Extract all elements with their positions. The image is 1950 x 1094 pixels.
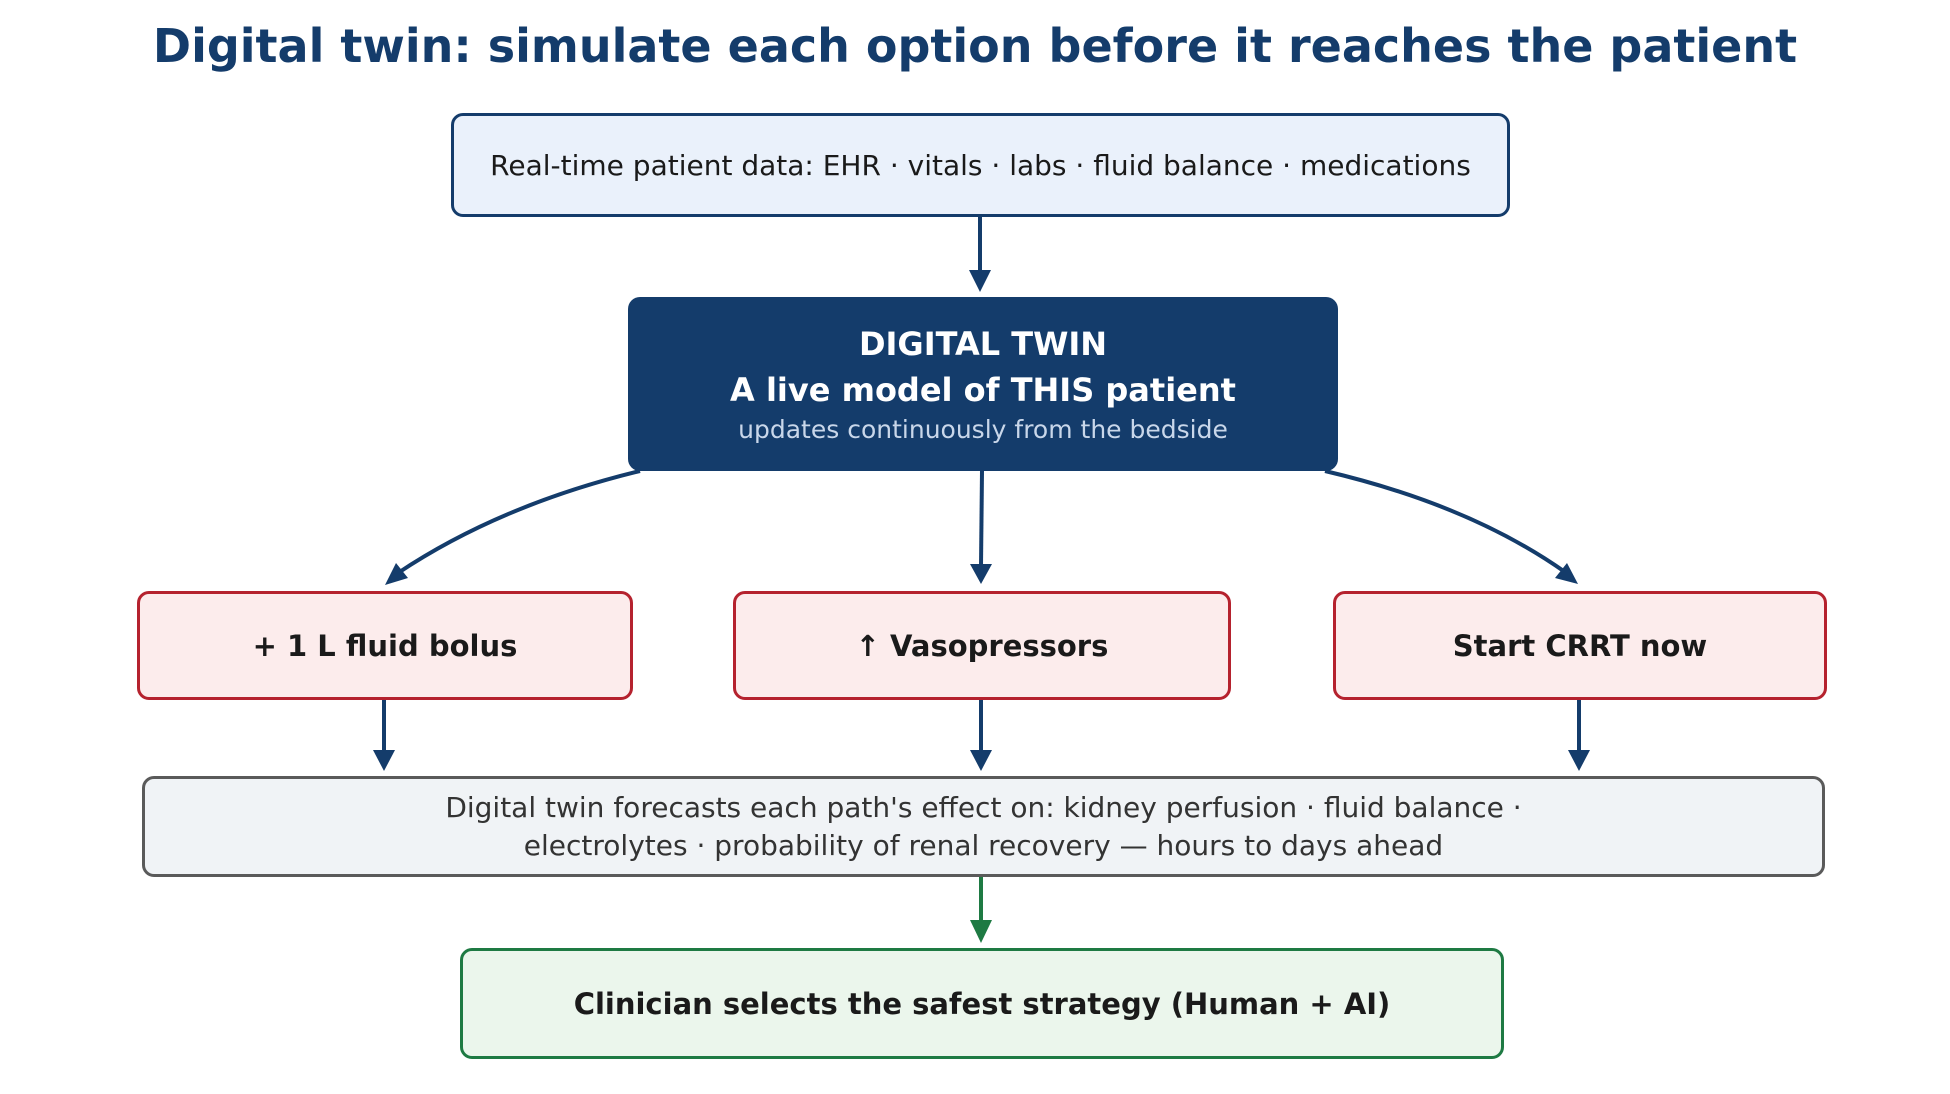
digital-twin-box: DIGITAL TWIN A live model of THIS patien…: [628, 297, 1338, 471]
arrow-forecast-to-decision: [970, 877, 992, 943]
digital-twin-heading: DIGITAL TWIN: [858, 325, 1108, 363]
decision-text: Clinician selects the safest strategy (H…: [573, 986, 1391, 1021]
patient-data-text: Real-time patient data: EHR · vitals · l…: [490, 148, 1471, 182]
option-crrt-box: Start CRRT now: [1333, 591, 1827, 700]
digital-twin-caption: updates continuously from the bedside: [738, 415, 1228, 444]
option-label: + 1 L fluid bolus: [252, 628, 518, 663]
digital-twin-subheading: A live model of THIS patient: [730, 371, 1236, 409]
forecast-line-2: electrolytes · probability of renal reco…: [523, 828, 1444, 862]
arrow-option-vasopressors-to-forecast: [970, 700, 992, 771]
arrow-option-crrt-to-forecast: [1568, 700, 1590, 771]
clinician-decision-box: Clinician selects the safest strategy (H…: [460, 948, 1504, 1059]
arrow-data-to-twin: [969, 217, 991, 292]
patient-data-box: Real-time patient data: EHR · vitals · l…: [451, 113, 1510, 217]
option-vasopressors-box: ↑ Vasopressors: [733, 591, 1231, 700]
arrow-twin-to-option-fluid: [385, 469, 641, 585]
option-label: ↑ Vasopressors: [855, 628, 1109, 663]
arrow-twin-to-option-crrt: [1324, 469, 1578, 584]
arrow-twin-to-option-vasopressors: [970, 470, 992, 584]
option-label: Start CRRT now: [1452, 628, 1708, 663]
arrow-option-fluid-to-forecast: [373, 700, 395, 771]
forecast-box: Digital twin forecasts each path's effec…: [142, 776, 1825, 877]
forecast-line-1: Digital twin forecasts each path's effec…: [445, 790, 1522, 824]
diagram-title: Digital twin: simulate each option befor…: [152, 19, 1798, 73]
option-fluid-bolus-box: + 1 L fluid bolus: [137, 591, 633, 700]
